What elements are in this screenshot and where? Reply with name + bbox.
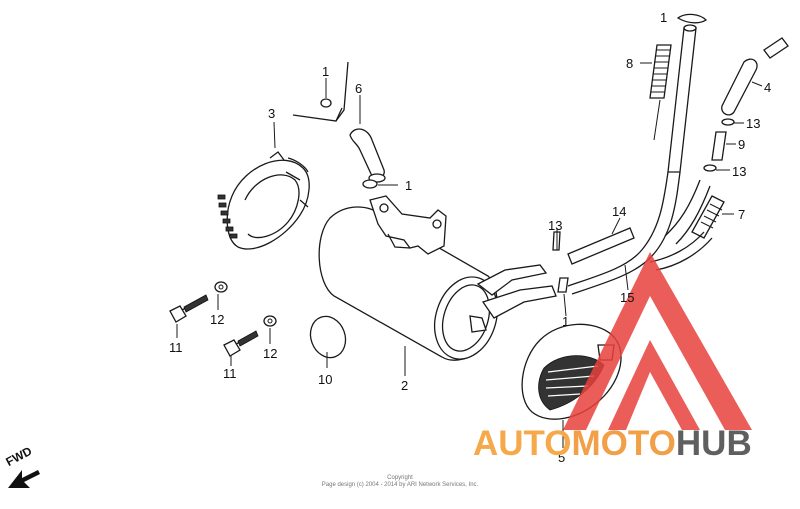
part-12-washer-upper [214,281,228,310]
watermark-hub: HUB [675,424,752,463]
callout-4: 4 [764,80,771,95]
part-10-gasket [309,315,347,368]
callout-1-middle: 1 [562,314,569,329]
callout-9: 9 [738,137,745,152]
part-6-elbow-hose [349,95,386,183]
watermark-text: AUTOMOTOHUB [473,424,752,464]
callout-13-upper: 13 [746,116,760,131]
copyright-line-1: Copyright [387,475,413,481]
watermark-auto: AUTO [473,424,572,463]
part-1-clip-elbow [362,179,398,189]
part-4-curved-hose [721,37,789,116]
callout-3: 3 [268,106,275,121]
fwd-arrow-icon [8,470,40,488]
part-9-joint [711,131,736,161]
callout-13-lower: 13 [732,164,746,179]
part-3-cover [217,121,310,250]
callout-15: 15 [620,290,634,305]
callout-13-middle: 13 [548,218,562,233]
part-11-bolt-upper [169,294,209,338]
callout-1-upper: 1 [322,64,329,79]
callout-1-elbow: 1 [405,178,412,193]
callout-6: 6 [355,81,362,96]
watermark-moto: MOTO [571,424,676,463]
watermark-logo [563,252,752,430]
long-vertical-tube [667,24,697,173]
callout-2: 2 [401,378,408,393]
part-15-tubes [567,171,713,295]
callout-5: 5 [558,450,565,465]
part-1-clip-top [676,13,708,24]
part-12-washer-lower [263,315,277,344]
part-1-clip-middle [557,277,569,317]
part-14-tube [567,217,635,265]
part-13-clip-middle [552,228,561,251]
part-2-canister [318,195,557,376]
callout-12-lower: 12 [263,346,277,361]
part-11-bolt-lower [223,330,259,366]
callout-1-top: 1 [660,10,667,25]
part-13-clip-lower [703,164,730,172]
copyright-line-2: Page design (c) 2004 - 2014 by ARI Netwo… [321,482,479,488]
part-1-clip-upper [292,61,349,122]
callout-14: 14 [612,204,626,219]
part-8-corrugated-hose [640,44,672,141]
callout-7: 7 [738,207,745,222]
callout-10: 10 [318,372,332,387]
part-7-corrugated-hose [691,195,734,239]
callout-12-upper: 12 [210,312,224,327]
callout-8: 8 [626,56,633,71]
callout-11-lower: 11 [223,366,237,381]
copyright-notice: Copyright Page design (c) 2004 - 2014 by… [300,475,500,489]
part-13-clip-upper [721,118,744,126]
callout-11-upper: 11 [169,340,183,355]
